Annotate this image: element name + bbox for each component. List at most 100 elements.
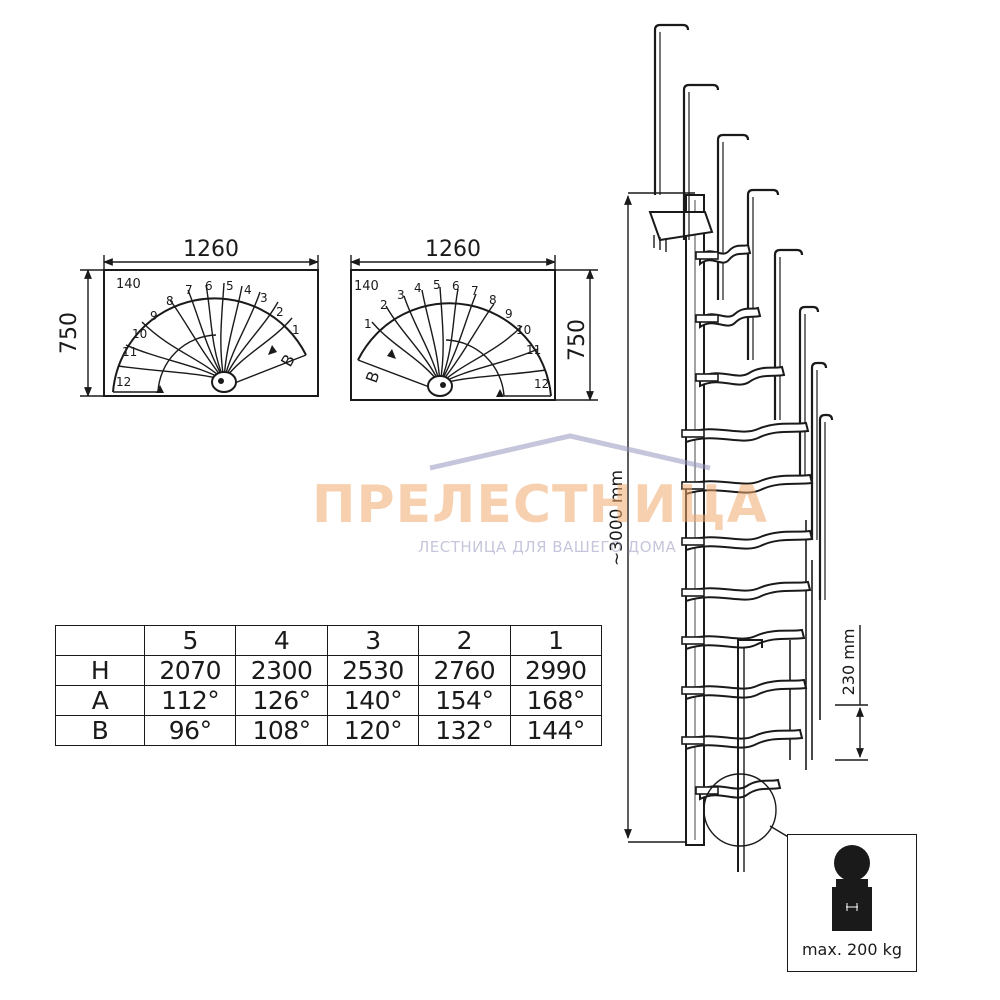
table-cell: 2990 (509, 655, 603, 686)
tread-collar (681, 636, 705, 645)
max-load-box: max. 200 kg (787, 834, 917, 972)
tread (685, 473, 814, 496)
svg-text:7: 7 (185, 283, 193, 297)
baluster (798, 305, 820, 480)
watermark-title: ПРЕЛЕСТНИЦА (312, 475, 769, 535)
svg-text:2: 2 (380, 298, 388, 312)
tread-collar (681, 588, 705, 597)
tread (685, 580, 812, 603)
row-label: B (55, 715, 145, 746)
plan-left-width: 1260 (183, 237, 239, 262)
svg-text:9: 9 (150, 309, 158, 323)
svg-text:8: 8 (166, 294, 174, 308)
watermark-subtitle: ЛЕСТНИЦА ДЛЯ ВАШЕГО ДОМА (418, 538, 677, 556)
svg-text:2: 2 (276, 305, 284, 319)
baluster (682, 83, 720, 240)
baluster (746, 188, 780, 360)
plan-right-step-numbers: 1 2 3 4 5 6 7 8 9 10 11 12 (364, 278, 549, 391)
baluster (810, 361, 828, 540)
svg-text:10: 10 (516, 323, 531, 337)
detail-callout (703, 773, 791, 847)
svg-text:7: 7 (471, 284, 479, 298)
svg-text:11: 11 (526, 343, 541, 357)
plan-right-height: 750 (565, 319, 590, 361)
svg-text:3: 3 (260, 291, 268, 305)
table-cell: 140° (326, 685, 420, 716)
tread-collar (695, 786, 719, 795)
stair-treads (681, 243, 814, 801)
watermark: ПРЕЛЕСТНИЦА ЛЕСТНИЦА ДЛЯ ВАШЕГО ДОМА (300, 430, 767, 560)
svg-text:5: 5 (226, 279, 234, 293)
tread (685, 678, 808, 701)
plan-right-frame (350, 269, 556, 401)
tread (699, 365, 786, 388)
table-header-cell: 5 (143, 625, 237, 656)
tread-collar (695, 314, 719, 323)
tread-collar (695, 373, 719, 382)
tread-collar (695, 251, 719, 260)
tread-collar (681, 736, 705, 745)
table-cell: 154° (418, 685, 511, 716)
table-cell: 132° (418, 715, 511, 746)
central-column (685, 194, 705, 846)
table-cell: 2760 (418, 655, 511, 686)
svg-text:9: 9 (505, 307, 513, 321)
table-cell: 144° (509, 715, 603, 746)
table-cell: 108° (235, 715, 328, 746)
tread (685, 529, 814, 552)
baluster (818, 413, 834, 600)
svg-text:5: 5 (433, 278, 441, 292)
max-load-label: max. 200 kg (801, 940, 903, 959)
table-header-cell: 4 (235, 625, 328, 656)
svg-text:8: 8 (489, 293, 497, 307)
table-cell: 120° (326, 715, 420, 746)
plan-right-outer-arc (357, 302, 552, 397)
baluster (716, 133, 750, 300)
tread (685, 421, 810, 444)
weight-icon (832, 845, 872, 931)
tread-collar (681, 429, 705, 438)
row-label: A (55, 685, 145, 716)
svg-text:1: 1 (292, 323, 300, 337)
plan-left-height: 750 (57, 312, 82, 354)
table-cell (55, 625, 145, 656)
svg-text:4: 4 (414, 281, 422, 295)
plan-right-corner-label: 140 (354, 279, 379, 294)
total-height-label: ~3000 mm (607, 470, 627, 566)
table-cell: 2530 (326, 655, 420, 686)
plan-left-corner-label: 140 (116, 277, 141, 292)
table-header-cell: 3 (326, 625, 420, 656)
table-row: B 96° 108° 120° 132° 144° (55, 715, 603, 746)
svg-text:6: 6 (205, 279, 213, 293)
table-cell: 126° (235, 685, 328, 716)
step-rise-label: 230 mm (839, 629, 858, 696)
tread-collar (681, 686, 705, 695)
spec-table: 5 4 3 2 1 H 2070 2300 2530 2760 2990 A 1… (55, 625, 603, 746)
table-header-cell: 1 (509, 625, 603, 656)
plan-left-step-numbers: 1 2 3 4 5 6 7 8 9 10 11 12 (116, 279, 300, 389)
table-cell: 2300 (235, 655, 328, 686)
table-row: A 112° 126° 140° 154° 168° (55, 685, 603, 716)
svg-text:1: 1 (364, 317, 372, 331)
table-cell: 112° (143, 685, 237, 716)
top-landing (648, 211, 714, 252)
baluster (653, 23, 690, 195)
table-header-row: 5 4 3 2 1 (55, 625, 603, 656)
svg-text:10: 10 (132, 327, 147, 341)
tread-collar (681, 537, 705, 546)
svg-text:11: 11 (122, 345, 137, 359)
plan-left-outer-arc (112, 297, 307, 393)
plan-left: 1260 750 140 1 2 3 (57, 237, 319, 397)
step-rise-dimension: 230 mm (835, 625, 868, 761)
handrail-balusters (653, 23, 834, 770)
bottom-handrail (737, 639, 763, 872)
plan-left-frame (103, 269, 319, 397)
table-cell: 96° (143, 715, 237, 746)
svg-text:12: 12 (116, 375, 131, 389)
table-row: H 2070 2300 2530 2760 2990 (55, 655, 603, 686)
watermark-roof-icon (429, 433, 711, 471)
row-label: H (55, 655, 145, 686)
svg-text:4: 4 (244, 283, 252, 297)
